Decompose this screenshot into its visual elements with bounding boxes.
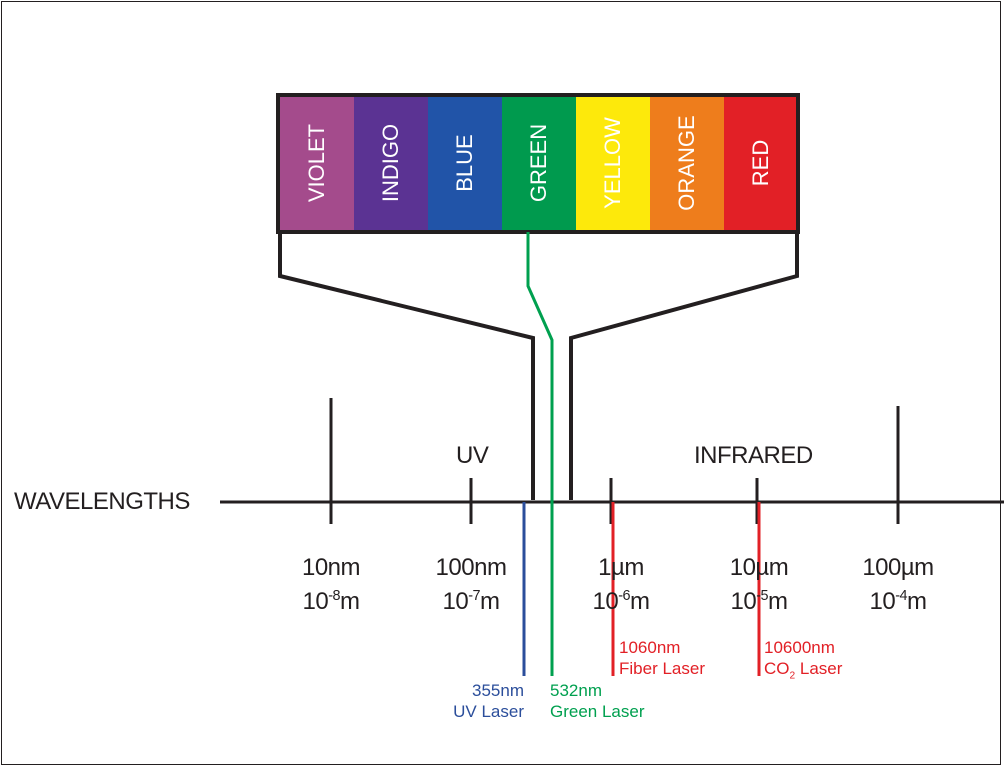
co2-laser-name: CO2 Laser: [764, 658, 842, 686]
band-label-blue: BLUE: [452, 134, 477, 192]
tick-label-nm: 10nm: [301, 554, 361, 581]
band-label-green: GREEN: [526, 123, 551, 203]
axis-ticks: [329, 398, 900, 524]
tick-label-base: 10: [869, 588, 896, 615]
tick-label-base: 10: [730, 588, 757, 615]
band-orange: [650, 95, 724, 232]
band-label-violet: VIOLET: [304, 123, 329, 203]
visible-spectrum-bar: [280, 95, 798, 232]
tick-label-unit: m: [907, 588, 927, 615]
spectrum-bar-outline: [276, 93, 800, 234]
co2-laser-wavelength: 10600nm: [764, 638, 835, 657]
tick-label-nm: 100nm: [435, 554, 507, 581]
green-laser-wavelength: 532nm: [550, 681, 602, 700]
co2-name-suffix: Laser: [795, 659, 843, 678]
tick-label-meters: 10-8m: [271, 582, 391, 616]
tick-label-nm: 1µm: [598, 554, 644, 581]
co2-name-prefix: CO: [764, 659, 790, 678]
infrared-region-label: INFRARED: [694, 442, 813, 469]
tick-label-unit: m: [480, 588, 500, 615]
green-laser-label: 532nm Green Laser: [550, 680, 645, 722]
funnel-right-line: [569, 232, 799, 500]
tick-label-unit: m: [340, 588, 360, 615]
tick-label-meters: 10-5m: [699, 582, 819, 616]
fiber-laser-name: Fiber Laser: [619, 659, 705, 678]
tick-label-exponent: -7: [468, 588, 480, 604]
tick-label-meters: 10-6m: [561, 582, 681, 616]
tick-label-exponent: -5: [756, 588, 768, 604]
tick-label-unit: m: [630, 588, 650, 615]
tick-label-base: 10: [442, 588, 469, 615]
band-label-red: RED: [748, 139, 773, 187]
band-label-yellow: YELLOW: [600, 117, 625, 209]
co2-laser-label: 10600nm CO2 Laser: [764, 637, 842, 686]
fiber-laser-wavelength: 1060nm: [619, 638, 681, 657]
band-violet: [280, 95, 354, 232]
tick-label-exponent: -6: [618, 588, 630, 604]
tick-label-base: 10: [302, 588, 329, 615]
band-yellow: [576, 95, 650, 232]
green-laser-line: [526, 232, 554, 676]
tick-label-nm: 100µm: [862, 554, 934, 581]
green-laser-name: Green Laser: [550, 702, 645, 721]
tick-label-base: 10: [592, 588, 619, 615]
uv-region-label: UV: [456, 442, 489, 469]
tick-label-unit: m: [768, 588, 788, 615]
uv-laser-label: 355nm UV Laser: [432, 680, 524, 722]
axis-title: WAVELENGTHS: [14, 488, 190, 515]
tick-label-meters: 10-7m: [411, 582, 531, 616]
uv-laser-name: UV Laser: [453, 702, 524, 721]
band-indigo: [354, 95, 428, 232]
band-label-indigo: INDIGO: [378, 123, 403, 203]
tick-label-nm: 10µm: [729, 554, 789, 581]
tick-label-exponent: -4: [895, 588, 907, 604]
funnel-left-line: [278, 232, 535, 500]
band-blue: [428, 95, 502, 232]
tick-label-meters: 10-4m: [838, 582, 958, 616]
tick-label-exponent: -8: [328, 588, 340, 604]
band-green: [502, 95, 576, 232]
band-label-orange: ORANGE: [674, 115, 699, 211]
band-red: [724, 95, 798, 232]
fiber-laser-label: 1060nm Fiber Laser: [619, 637, 705, 679]
uv-laser-wavelength: 355nm: [472, 681, 524, 700]
co2-subscript: 2: [789, 670, 796, 682]
